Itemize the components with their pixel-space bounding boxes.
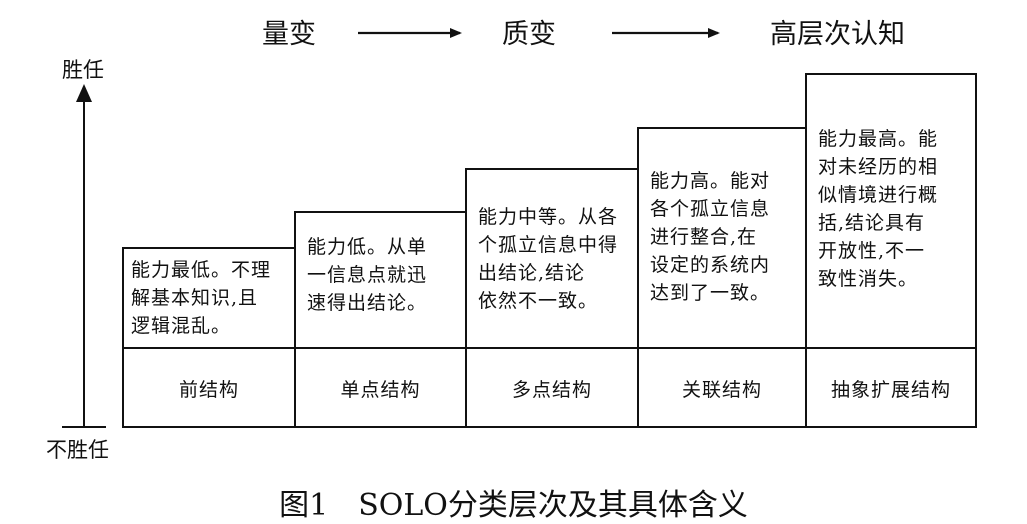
progression-stage-higher-cognition: 高层次认知 — [770, 19, 905, 50]
level-3-description: 能力中等。从各 个孤立信息中得 出结论,结论 依然不一致。 — [478, 206, 619, 312]
level-5-description: 能力最高。能 对未经历的相 似情境进行概 括,结论具有 开放性,不一 致性消失。 — [818, 128, 939, 290]
level-4-description: 能力高。能对 各个孤立信息 进行整合,在 设定的系统内 达到了一致。 — [650, 170, 771, 304]
vertical-axis — [62, 84, 106, 428]
axis-arrow-up-icon — [76, 84, 92, 102]
level-box-5 — [805, 73, 977, 349]
level-1-description: 能力最低。不理 解基本知识,且 逻辑混乱。 — [131, 259, 272, 337]
progression-stage-qualitative: 质变 — [502, 19, 556, 50]
axis-top-label: 胜任 — [62, 58, 104, 82]
level-1-name: 前结构 — [178, 379, 239, 401]
level-2-name: 单点结构 — [340, 379, 421, 401]
level-4-name: 关联结构 — [681, 379, 762, 401]
level-2-description: 能力低。从单 一信息点就迅 速得出结论。 — [307, 236, 428, 314]
level-3-name: 多点结构 — [511, 379, 592, 401]
axis-bottom-label: 不胜任 — [46, 438, 109, 462]
level-5-name: 抽象扩展结构 — [830, 379, 951, 401]
figure-caption: 图1 SOLO分类层次及其具体含义 — [279, 488, 748, 523]
progression-stage-quantitative: 量变 — [262, 19, 316, 50]
